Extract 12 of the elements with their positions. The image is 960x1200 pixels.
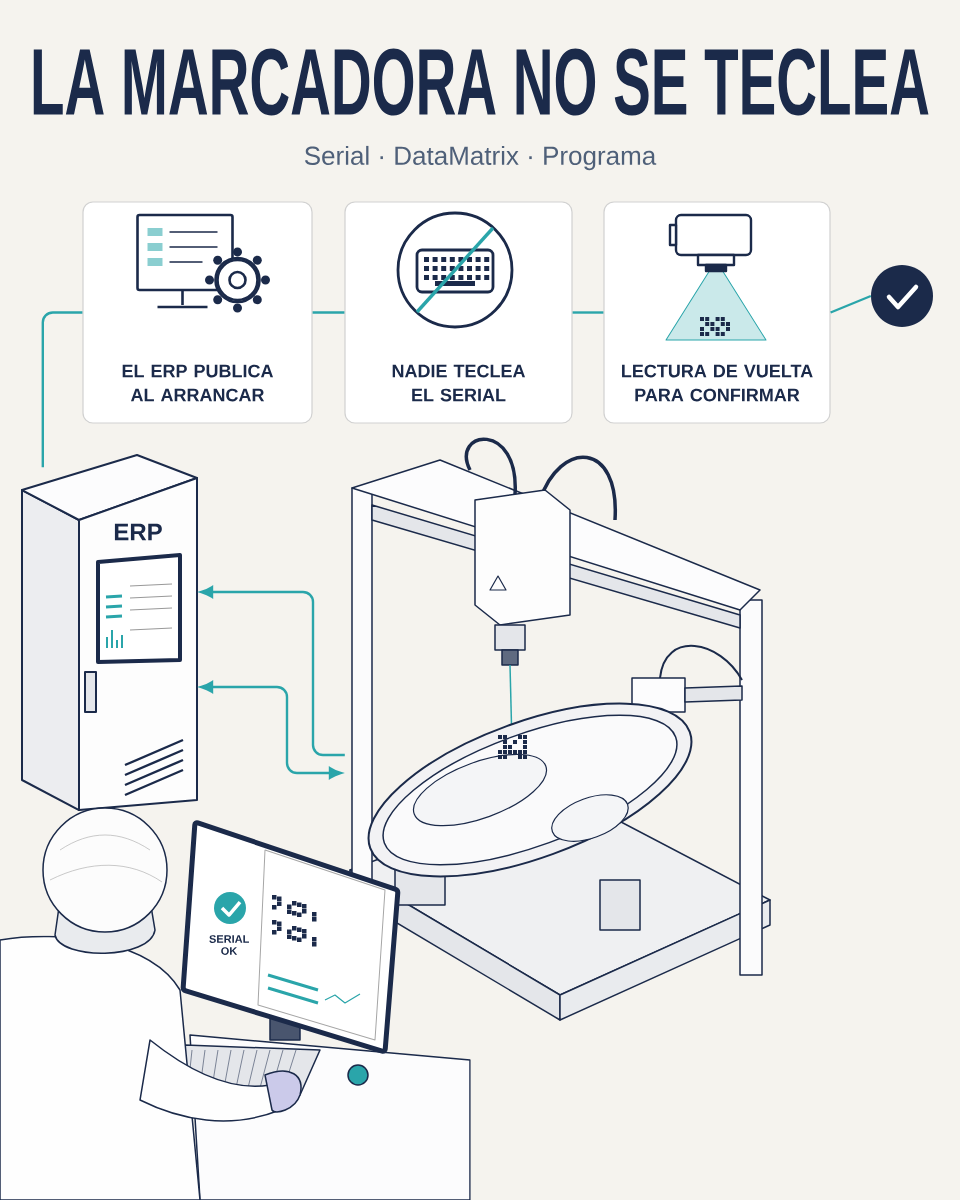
connector	[200, 586, 345, 757]
title: LA MARCADORA NO SE TECLEA	[33, 48, 929, 116]
connector	[572, 311, 604, 314]
connector	[200, 681, 342, 779]
connector	[830, 294, 872, 314]
connector	[312, 311, 345, 314]
connector	[41, 311, 83, 468]
subtitle: Serial · DataMatrix · Programa	[304, 145, 657, 171]
status-label: SERIAL OK	[209, 935, 249, 955]
server-cabinet: ERP	[21, 454, 198, 811]
marking-machine-drawing	[349, 437, 771, 1021]
check-icon	[871, 265, 933, 327]
